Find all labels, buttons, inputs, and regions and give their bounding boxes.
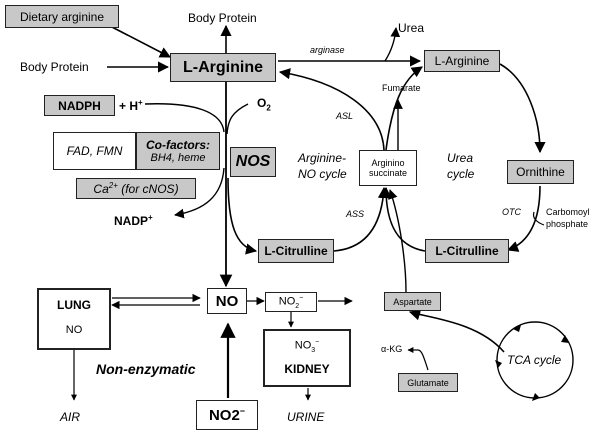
ornithine-label: Ornithine xyxy=(516,165,565,179)
lung-no-label: NO xyxy=(65,324,83,336)
no-center-box: NO xyxy=(207,288,247,314)
urea-label: Urea xyxy=(398,21,425,35)
arrow-to-arginine-right xyxy=(385,66,423,151)
calcium-box: Ca2+ (for cNOS) xyxy=(76,178,196,199)
argininosuccinate-box: Arginino succinate xyxy=(359,150,417,186)
no2-bottom-label: NO2− xyxy=(208,406,246,424)
argininosuccinate-line2: succinate xyxy=(368,168,408,178)
carbomoyl-line1: Carbomoyl xyxy=(546,207,590,217)
arrow-carbomoyl xyxy=(532,211,545,226)
o2-label: O2 xyxy=(257,96,271,113)
body-protein-left-label: Body Protein xyxy=(20,60,89,74)
no-center-label: NO xyxy=(215,292,239,310)
nadph-box: NADPH xyxy=(44,95,115,116)
h-plus-text: + H xyxy=(119,99,139,113)
arrow-aspartate xyxy=(388,189,407,293)
no3-text: NO xyxy=(294,339,312,352)
fumarate-label: Fumarate xyxy=(382,83,421,93)
dietary-arginine-box: Dietary arginine xyxy=(5,5,119,28)
ca-text: Ca xyxy=(93,182,109,196)
no2-small-text: NO xyxy=(278,295,296,308)
arrow-arginine-to-citrulline xyxy=(227,177,258,255)
ornithine-box: Ornithine xyxy=(507,160,574,184)
asl-label: ASL xyxy=(336,111,354,121)
no2-small-label: NO2− xyxy=(278,294,304,310)
aspartate-box: Aspartate xyxy=(384,292,441,311)
carbomoyl-line2: phosphate xyxy=(546,219,589,229)
nos-box: NOS xyxy=(230,147,276,177)
arrow-arginine-to-ornithine xyxy=(499,63,546,154)
arrow-asl xyxy=(278,68,385,151)
kidney-box: NO3− KIDNEY xyxy=(263,329,351,387)
o2-text: O xyxy=(257,96,267,110)
l-citrulline-left-box: L-Citrulline xyxy=(258,239,334,263)
arrow-tca-to-aspartate xyxy=(408,309,505,353)
otc-label: OTC xyxy=(502,207,521,217)
l-citrulline-right-box: L-Citrulline xyxy=(425,239,509,263)
lung-box: LUNG NO xyxy=(37,288,111,350)
argininosuccinate-line1: Arginino xyxy=(371,158,405,168)
h-plus-label: + H+ xyxy=(119,98,143,113)
fad-fmn-label: FAD, FMN xyxy=(66,144,123,158)
nadp-text: NADP xyxy=(114,214,149,228)
urea-cycle-line2: cycle xyxy=(447,167,475,181)
l-arginine-main-box: L-Arginine xyxy=(170,53,276,82)
l-arginine-right-label: L-Arginine xyxy=(434,54,490,68)
no2-bottom-text: NO2 xyxy=(208,407,240,424)
nadph-label: NADPH xyxy=(58,98,101,113)
lung-label: LUNG xyxy=(57,298,91,312)
nos-label: NOS xyxy=(235,153,271,170)
arrow-nadph-curve xyxy=(144,103,225,133)
body-protein-top-label: Body Protein xyxy=(188,11,257,25)
no3-label: NO3− xyxy=(294,339,320,354)
glutamate-box: Glutamate xyxy=(398,373,458,392)
arrow-urea xyxy=(384,27,401,62)
non-enzymatic-label: Non-enzymatic xyxy=(96,361,196,377)
arrow-otc xyxy=(506,185,541,252)
l-arginine-right-box: L-Arginine xyxy=(424,50,500,72)
l-citrulline-right-label: L-Citrulline xyxy=(435,244,499,258)
ca-tail-text: (for cNOS) xyxy=(117,182,179,196)
no2-bottom-box: NO2− xyxy=(196,400,258,430)
arrow-nadp-curve xyxy=(174,167,225,219)
cofactors-title: Co-factors: xyxy=(145,138,210,152)
air-label: AIR xyxy=(60,410,81,424)
arginine-no-cycle-line2: NO cycle xyxy=(298,167,347,181)
calcium-label: Ca2+ (for cNOS) xyxy=(93,181,179,196)
cofactors-box: Co-factors: BH4, heme xyxy=(136,132,220,170)
l-citrulline-left-label: L-Citrulline xyxy=(264,244,328,258)
arrow-ass-right xyxy=(380,186,426,252)
arrow-o2-curve xyxy=(226,103,249,135)
cofactor-fad-fmn-box: FAD, FMN xyxy=(53,132,136,170)
arrow-glutamate xyxy=(417,349,429,371)
arrow-dietary-to-arginine xyxy=(109,25,171,58)
arginine-no-cycle-line1: Arginine- xyxy=(298,151,347,165)
kidney-label: KIDNEY xyxy=(284,361,330,376)
glutamate-label: Glutamate xyxy=(407,377,449,388)
dietary-arginine-label: Dietary arginine xyxy=(19,9,105,24)
aspartate-label: Aspartate xyxy=(393,296,432,307)
urine-label: URINE xyxy=(287,410,325,424)
nadp-label: NADP+ xyxy=(114,213,153,228)
ass-label: ASS xyxy=(346,209,365,219)
arginase-label: arginase xyxy=(310,45,345,55)
l-arginine-main-label: L-Arginine xyxy=(183,58,263,76)
arrow-ass-left xyxy=(333,186,389,252)
cofactors-sub: BH4, heme xyxy=(150,152,206,164)
tca-cycle-label: TCA cycle xyxy=(507,353,562,367)
alpha-kg-label: α-KG xyxy=(381,344,403,354)
no2-small-box: NO2− xyxy=(265,292,317,312)
urea-cycle-line1: Urea xyxy=(447,151,474,165)
